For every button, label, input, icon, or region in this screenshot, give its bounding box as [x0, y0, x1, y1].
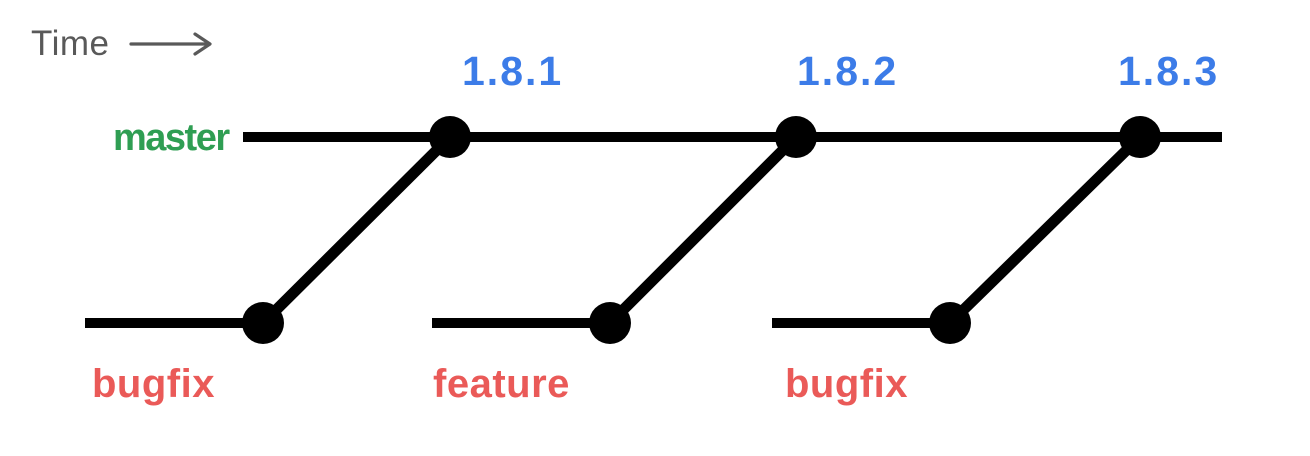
- release-tag-1-8-3: 1.8.3: [1118, 48, 1220, 94]
- merge-edge-1: [259, 133, 454, 327]
- commit-dot-release-3: [1119, 116, 1161, 158]
- release-tag-1-8-1: 1.8.1: [462, 48, 564, 94]
- time-label: Time: [31, 24, 110, 63]
- commit-dot-release-1: [429, 116, 471, 158]
- feature-branch-label: feature: [433, 362, 570, 406]
- bugfix-branch-label-1: bugfix: [92, 362, 215, 406]
- right-arrow-icon: [129, 32, 213, 56]
- release-tag-1-8-2: 1.8.2: [797, 48, 899, 94]
- commit-dot-bugfix-2: [929, 302, 971, 344]
- merge-edge-2: [606, 133, 800, 327]
- bugfix-branch-label-2: bugfix: [785, 362, 908, 406]
- commit-dot-bugfix-1: [242, 302, 284, 344]
- commit-dot-feature: [589, 302, 631, 344]
- master-branch-label: master: [113, 117, 230, 159]
- time-legend: Time: [31, 24, 217, 64]
- merge-edge-3: [946, 133, 1144, 327]
- commit-dot-release-2: [775, 116, 817, 158]
